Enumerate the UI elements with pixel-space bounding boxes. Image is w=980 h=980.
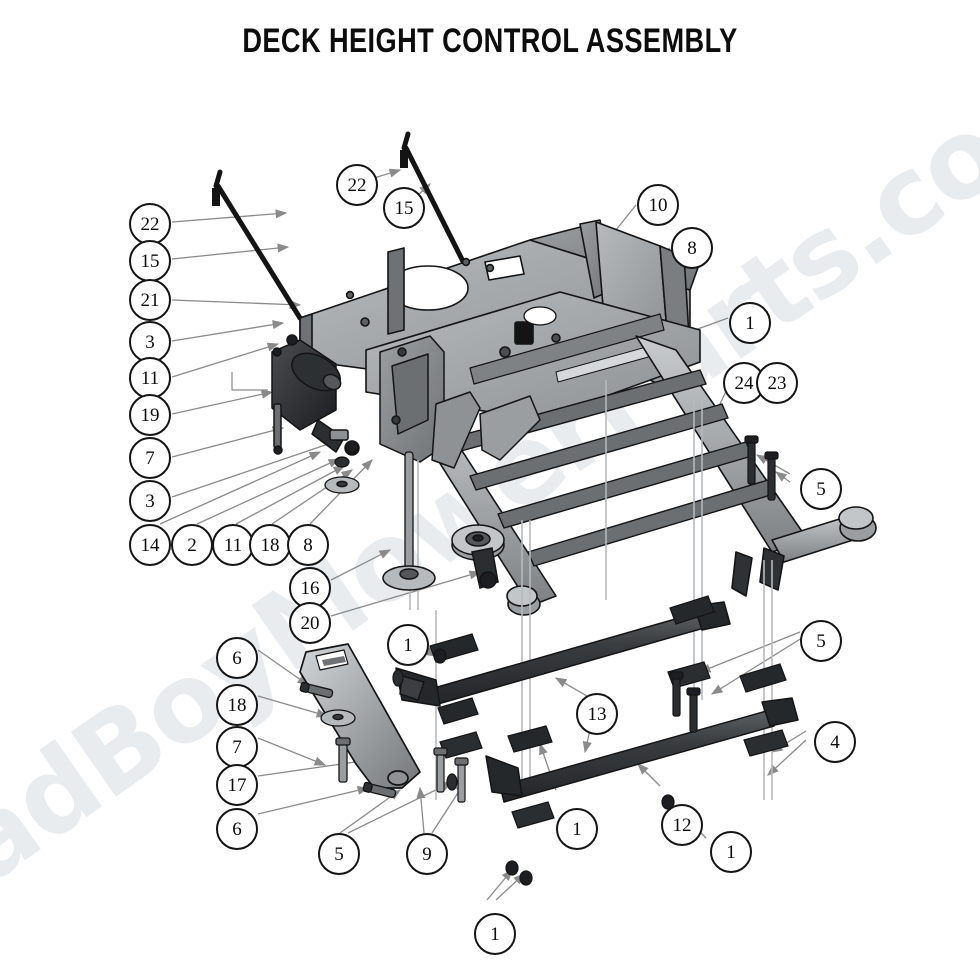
callout-20[interactable]: 20 [289, 602, 331, 644]
callout-22-left[interactable]: 22 [129, 203, 171, 245]
lift-rod-upper [395, 601, 731, 707]
callout-18-lower[interactable]: 18 [216, 684, 258, 726]
callout-23[interactable]: 23 [756, 362, 798, 404]
callout-13[interactable]: 13 [576, 693, 618, 735]
callout-1-bottom-right[interactable]: 1 [710, 831, 752, 873]
callout-5-right-upper[interactable]: 5 [800, 468, 842, 510]
callout-1-mid-left[interactable]: 1 [387, 624, 429, 666]
callout-11-lower[interactable]: 11 [212, 524, 254, 566]
center-bracket-tower [379, 335, 541, 469]
callout-15-top[interactable]: 15 [383, 187, 425, 229]
callout-11-upper[interactable]: 11 [129, 357, 171, 399]
center-deck-plate [365, 291, 701, 421]
callout-15-left[interactable]: 15 [129, 240, 171, 282]
rod-brackets [429, 595, 789, 829]
callout-18-upper[interactable]: 18 [249, 524, 291, 566]
callout-7-upper[interactable]: 7 [129, 437, 171, 479]
lift-arm [299, 643, 421, 789]
callout-2[interactable]: 2 [171, 524, 213, 566]
callout-19[interactable]: 19 [129, 394, 171, 436]
callout-6-upper[interactable]: 6 [216, 637, 258, 679]
callout-14[interactable]: 14 [129, 524, 171, 566]
callout-17[interactable]: 17 [216, 764, 258, 806]
callout-1-bottom[interactable]: 1 [474, 913, 516, 955]
callout-1-bottom-center[interactable]: 1 [556, 808, 598, 850]
callout-9[interactable]: 9 [406, 833, 448, 875]
callout-3-upper[interactable]: 3 [129, 321, 171, 363]
callout-21[interactable]: 21 [129, 279, 171, 321]
lift-arm-hardware [299, 681, 397, 799]
callout-4[interactable]: 4 [814, 721, 856, 763]
frame-cross-members [443, 369, 775, 567]
callout-12[interactable]: 12 [661, 804, 703, 846]
spindle-pulley-assembly [324, 451, 505, 591]
callout-7-lower[interactable]: 7 [216, 726, 258, 768]
callout-3-lower[interactable]: 3 [129, 480, 171, 522]
callout-8-right[interactable]: 8 [671, 227, 713, 269]
callout-6-lower[interactable]: 6 [216, 808, 258, 850]
callout-10[interactable]: 10 [637, 184, 679, 226]
lift-rod-lower [485, 697, 799, 803]
page-title: DECK HEIGHT CONTROL ASSEMBLY [242, 22, 738, 60]
callout-5-right-lower[interactable]: 5 [800, 620, 842, 662]
callout-8-mid[interactable]: 8 [287, 524, 329, 566]
callout-22-top[interactable]: 22 [336, 164, 378, 206]
actuator-motor-assembly [271, 334, 360, 456]
callout-5-bottom[interactable]: 5 [318, 833, 360, 875]
callout-1-right[interactable]: 1 [729, 302, 771, 344]
detail-bracket [231, 372, 268, 391]
fastener-hardware [345, 435, 779, 886]
